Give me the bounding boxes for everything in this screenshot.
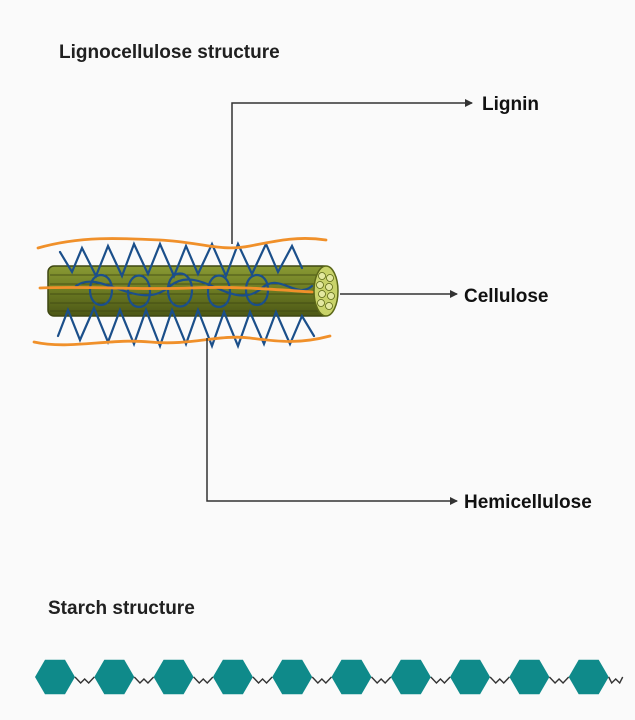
glycosidic-bond bbox=[75, 677, 94, 683]
hemicellulose-leader-arrow bbox=[207, 338, 457, 501]
lignin-label: Lignin bbox=[482, 94, 539, 116]
starch-unit bbox=[332, 660, 372, 695]
starch-unit bbox=[450, 660, 490, 695]
glycosidic-bond bbox=[490, 677, 509, 683]
lignin-leader-arrow bbox=[232, 103, 472, 244]
starch-unit bbox=[154, 660, 194, 695]
starch-unit bbox=[391, 660, 431, 695]
starch-unit bbox=[272, 660, 312, 695]
starch-unit bbox=[94, 660, 134, 695]
glycosidic-bond bbox=[134, 677, 153, 683]
cellulose-label: Cellulose bbox=[464, 286, 548, 308]
starch-unit bbox=[569, 660, 609, 695]
starch-unit bbox=[35, 660, 75, 695]
glycosidic-bond bbox=[431, 677, 450, 683]
glycosidic-bond bbox=[312, 677, 331, 683]
glycosidic-bond bbox=[549, 677, 568, 683]
glycosidic-bond bbox=[609, 677, 623, 683]
glycosidic-bond bbox=[253, 677, 272, 683]
glycosidic-bond bbox=[194, 677, 213, 683]
starch-unit bbox=[213, 660, 253, 695]
starch-title: Starch structure bbox=[48, 598, 195, 620]
starch-unit bbox=[509, 660, 549, 695]
cellulose-fiber-end bbox=[314, 266, 338, 316]
starch-chain bbox=[35, 660, 623, 695]
hemicellulose-label: Hemicellulose bbox=[464, 492, 592, 514]
glycosidic-bond bbox=[372, 677, 391, 683]
